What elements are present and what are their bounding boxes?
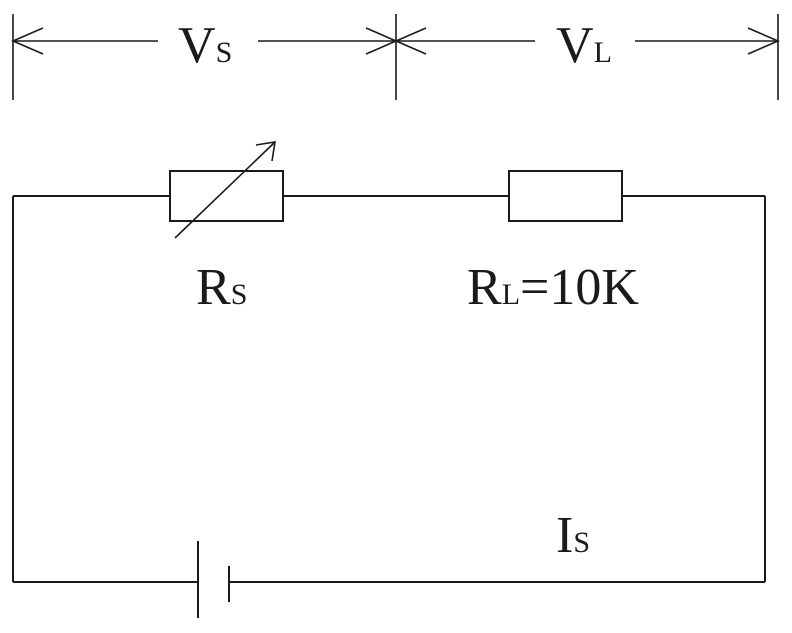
- vl-label-main: V: [556, 17, 594, 74]
- variable-resistor-rs: [169, 141, 284, 239]
- vl-arrowhead-right: [747, 27, 781, 55]
- is-label-sub: S: [573, 526, 590, 559]
- rl-label: RL=10K: [467, 259, 639, 316]
- variable-arrow-head: [255, 141, 276, 162]
- voltage-dimension-lines: [10, 14, 781, 100]
- vs-label-sub: S: [216, 36, 233, 69]
- vs-label-main: V: [178, 17, 216, 74]
- circuit-wires: [12, 195, 766, 583]
- is-label: IS: [556, 507, 590, 564]
- rs-label: RS: [196, 259, 247, 316]
- vs-arrowhead-left: [10, 27, 44, 55]
- battery-symbol: [197, 541, 230, 618]
- is-label-main: I: [556, 507, 573, 564]
- variable-arrow-shaft: [174, 141, 276, 239]
- vs-label: VS: [178, 17, 232, 74]
- vl-label: VL: [556, 17, 612, 74]
- vl-label-sub: L: [594, 36, 612, 69]
- resistor-rs-body: [169, 170, 284, 222]
- rs-label-sub: S: [231, 278, 248, 311]
- rl-label-value: =10K: [520, 259, 639, 316]
- load-resistor-rl: [508, 170, 623, 222]
- rl-label-sub: L: [502, 278, 520, 311]
- vl-arrowhead-left: [393, 27, 427, 55]
- rl-label-main: R: [467, 259, 502, 316]
- rs-label-main: R: [196, 259, 231, 316]
- resistor-rl-body: [508, 170, 623, 222]
